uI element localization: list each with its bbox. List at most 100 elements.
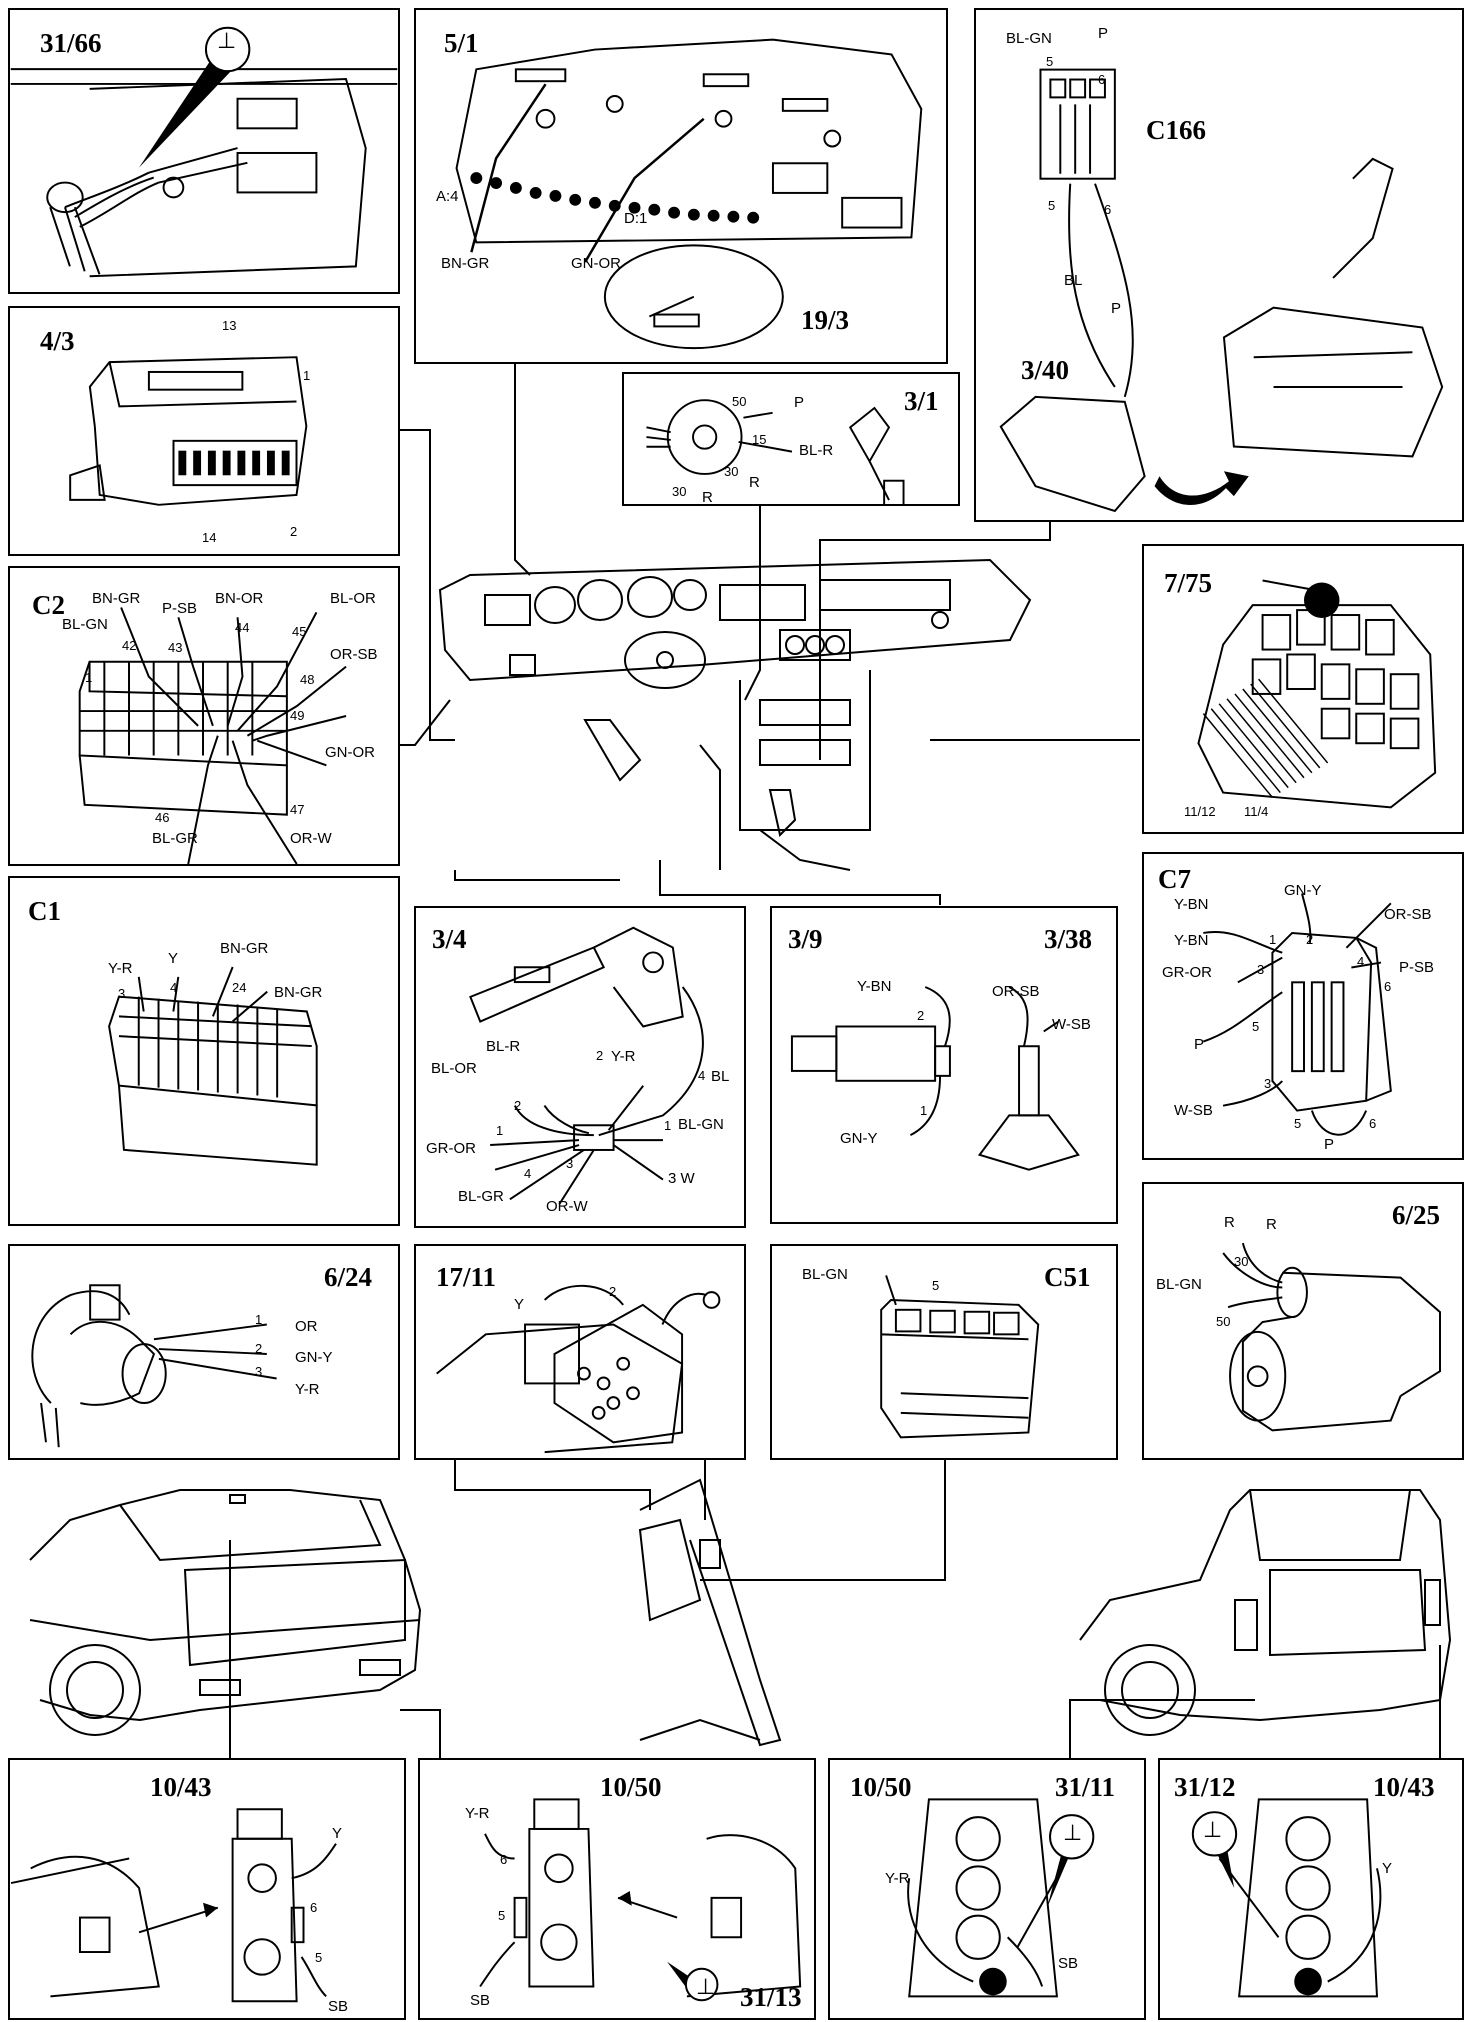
pin-label: 47 [290, 802, 305, 817]
wire-label: P-SB [162, 600, 198, 617]
pin-label: 43 [168, 640, 183, 655]
panel-id-2: 31/11 [1055, 1772, 1116, 1802]
pin-label: 3 [566, 1156, 574, 1171]
wire-label: Y-R [108, 960, 133, 977]
connector-label: A:4 [436, 188, 459, 205]
sedan-sketch [29, 1489, 422, 1736]
wire-label: R [702, 489, 713, 506]
pin-label: 1 [920, 1103, 928, 1118]
wire-label: BN-GR [274, 984, 323, 1001]
panel-c166: BL-GN P 5 6 C166 5 6 BL P 3/40 [974, 8, 1464, 522]
wire-label: P [794, 394, 805, 411]
connector-label: D:1 [624, 210, 648, 227]
wire-label: BL-R [799, 442, 834, 459]
wire-label: GN-OR [571, 255, 621, 272]
pin-label: 2 [290, 524, 298, 539]
wire-label: Y-R [465, 1805, 490, 1822]
wire-label: Y-R [295, 1381, 320, 1398]
panel-5-1: 5/1 A:4 D:1 BN-GR GN-OR 19/3 [414, 8, 948, 364]
wire-label: OR-W [546, 1198, 588, 1215]
pin-label: 4 [524, 1166, 532, 1181]
panel-id-2: 10/43 [1373, 1772, 1435, 1802]
panel-id: 6/24 [324, 1262, 373, 1292]
pin-label: 49 [290, 708, 305, 723]
wire-label: BN-GR [441, 255, 490, 272]
tail-lamp-drawing [1191, 1798, 1382, 1998]
wire-label: GN-Y [295, 1349, 333, 1366]
panel-id: 10/43 [150, 1772, 212, 1802]
panel-3-1: 50 P 3/1 15 BL-R 30 R 30 R [622, 372, 960, 506]
pin-label: 50 [732, 394, 747, 409]
panel-4-3: 4/3 13 1 14 2 [8, 306, 400, 556]
pin-label: 6 [1098, 72, 1106, 87]
panel-id-2: 3/38 [1044, 924, 1093, 954]
wire-label: P [1111, 300, 1122, 317]
panel-id: C51 [1044, 1262, 1091, 1292]
dashboard-sketch [438, 558, 1032, 871]
wire-label: P [1098, 25, 1109, 42]
wire-label: Y-BN [857, 978, 892, 995]
panel-c2: C2 BN-GR P-SB BN-OR BL-OR BL-GN 42 43 44… [8, 566, 400, 866]
pin-label: 5 [1048, 198, 1056, 213]
wire-label: Y-BN [1174, 932, 1209, 949]
pin-label: 14 [202, 530, 217, 545]
pin-label: 44 [235, 620, 250, 635]
panel-10-43-left: 10/43 Y 6 5 SB [8, 1758, 406, 2020]
pin-label: 3 [118, 986, 126, 1001]
wire-label: BL-GR [152, 830, 198, 847]
starter-motor-drawing [1222, 1242, 1441, 1432]
ground-icon: ⊥ [696, 1974, 716, 1999]
ground-icon: ⊥ [1203, 1817, 1223, 1842]
pin-label: 6 [500, 1852, 508, 1867]
pin-label: 4 [170, 980, 178, 995]
pin-label: 15 [752, 432, 767, 447]
pin-label: 13 [222, 318, 237, 333]
pin-label: 30 [1234, 1254, 1249, 1269]
relay-label: 11/12 [1184, 804, 1216, 819]
wire-label: W-SB [1174, 1102, 1213, 1119]
wire-label: R [1224, 1214, 1235, 1231]
sub-id: 3/40 [1021, 355, 1070, 385]
wire-label: P [1194, 1036, 1205, 1053]
wire-label: GN-OR [325, 744, 375, 761]
panel-id: 6/25 [1392, 1200, 1441, 1230]
wire-label: BL-R [486, 1038, 521, 1055]
brake-light-switch-drawing [790, 986, 1080, 1171]
pin-label: 6 [310, 1900, 318, 1915]
wire-label: Y [168, 950, 179, 967]
panel-17-11: 17/11 Y 2 [414, 1244, 746, 1460]
ground-point-drawing [10, 26, 398, 278]
wire-label: GN-Y [1284, 882, 1322, 899]
ground-id: 31/13 [740, 1982, 802, 2012]
pin-label: 2 [609, 1284, 617, 1299]
pin-label: 30 [672, 484, 687, 499]
wire-label: OR-SB [330, 646, 378, 663]
pin-label: 2 [917, 1008, 925, 1023]
connector-c7-drawing [1202, 893, 1392, 1136]
instrument-cluster-drawing [455, 38, 923, 350]
panel-id: C7 [1158, 864, 1191, 894]
lamp-holder-drawing [10, 1808, 337, 2003]
panel-id: C1 [28, 896, 61, 926]
pin-label: 5 [1294, 1116, 1302, 1131]
pin-label: 1 [664, 1118, 672, 1133]
wire-label: R [1266, 1216, 1277, 1233]
wire-label: Y [1382, 1860, 1393, 1877]
wire-label: BL-GN [678, 1116, 724, 1133]
panel-3-9: 3/9 3/38 Y-BN 2 OR-SB W-SB 1 GN-Y [770, 906, 1118, 1224]
panel-10-43-right: 31/12 10/43 ⊥ Y [1158, 1758, 1464, 2020]
wire-label: OR-SB [992, 983, 1040, 1000]
wire-label: P [1324, 1136, 1335, 1153]
connector-c1-drawing [108, 966, 318, 1166]
pin-label: 46 [155, 810, 170, 825]
gear-selector-drawing [999, 68, 1444, 513]
wire-label: Y-R [885, 1870, 910, 1887]
panel-id: 3/4 [432, 924, 467, 954]
pin-label: 6 [1104, 202, 1112, 217]
wire-label: BN-GR [220, 940, 269, 957]
wire-label: BL-GN [1006, 30, 1052, 47]
wire-label: BL [1064, 272, 1083, 289]
neutral-switch-drawing [31, 1284, 277, 1448]
wire-label: Y-R [611, 1048, 636, 1065]
panel-id: 7/75 [1164, 568, 1213, 598]
